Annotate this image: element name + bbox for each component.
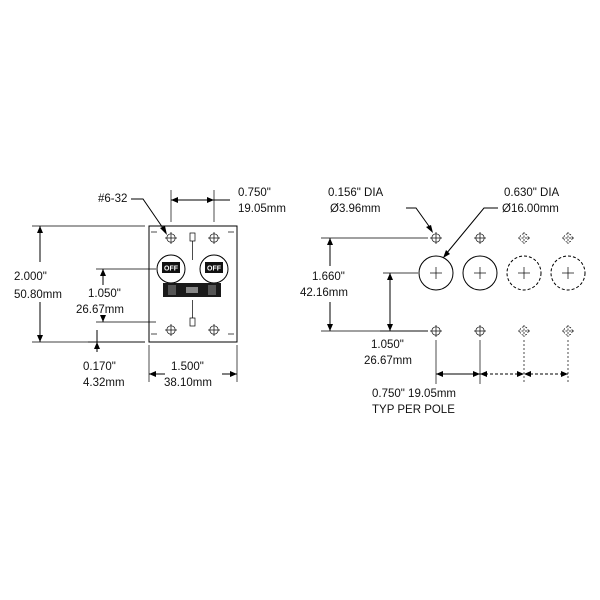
height-in: 2.000" (14, 271, 47, 283)
switch-label-2: OFF (207, 266, 222, 273)
vertical-dimension: 1.660" 42.16mm (300, 237, 428, 332)
pole-width-mm: 19.05mm (238, 203, 286, 215)
height-dimension: 2.000" 50.80mm (14, 225, 145, 343)
screw-callout: #6-32 (98, 193, 167, 235)
pitch-label: 0.750" 19.05mm (372, 388, 456, 400)
switch-left: OFF (156, 254, 186, 284)
switch-handle-tie (163, 283, 221, 297)
pole-width-dimension: 0.750" 19.05mm (170, 187, 286, 222)
spacing-dimension: 1.050" 26.67mm (364, 272, 428, 367)
width-dimension: 1.500" 38.10mm (148, 345, 238, 389)
small-hole-mm: Ø3.96mm (330, 203, 381, 215)
pitch-note: TYP PER POLE (372, 404, 455, 416)
width-mm: 38.10mm (164, 377, 212, 389)
large-hole-callout: 0.630" DIA Ø16.00mm (443, 187, 560, 258)
handle-in: 1.050" (88, 288, 121, 300)
breaker-body (148, 225, 238, 343)
small-hole-callout: 0.156" DIA Ø3.96mm (328, 187, 433, 233)
large-hole-mm: Ø16.00mm (502, 203, 559, 215)
handle-dimension: 1.050" 26.67mm (76, 268, 156, 323)
cutout-large-holes (418, 255, 586, 291)
height-mm: 50.80mm (14, 289, 62, 301)
spacing-in: 1.050" (371, 339, 404, 351)
offset-dimension: 0.170" 4.32mm (83, 330, 145, 389)
switch-right: OFF (199, 254, 229, 284)
cutout-small-holes-top (429, 231, 575, 245)
pole-width-in: 0.750" (238, 187, 271, 199)
pitch-dimension: 0.750" 19.05mm TYP PER POLE (372, 340, 569, 416)
large-hole-in: 0.630" DIA (504, 187, 560, 199)
cutout-small-holes-bottom (429, 324, 575, 338)
offset-mm: 4.32mm (83, 377, 125, 389)
vertical-in: 1.660" (312, 271, 345, 283)
screw-label: #6-32 (98, 193, 127, 205)
offset-in: 0.170" (83, 361, 116, 373)
spacing-mm: 26.67mm (364, 355, 412, 367)
width-in: 1.500" (171, 361, 204, 373)
switch-label-1: OFF (164, 266, 179, 273)
handle-mm: 26.67mm (76, 304, 124, 316)
small-hole-in: 0.156" DIA (328, 187, 384, 199)
vertical-mm: 42.16mm (300, 287, 348, 299)
